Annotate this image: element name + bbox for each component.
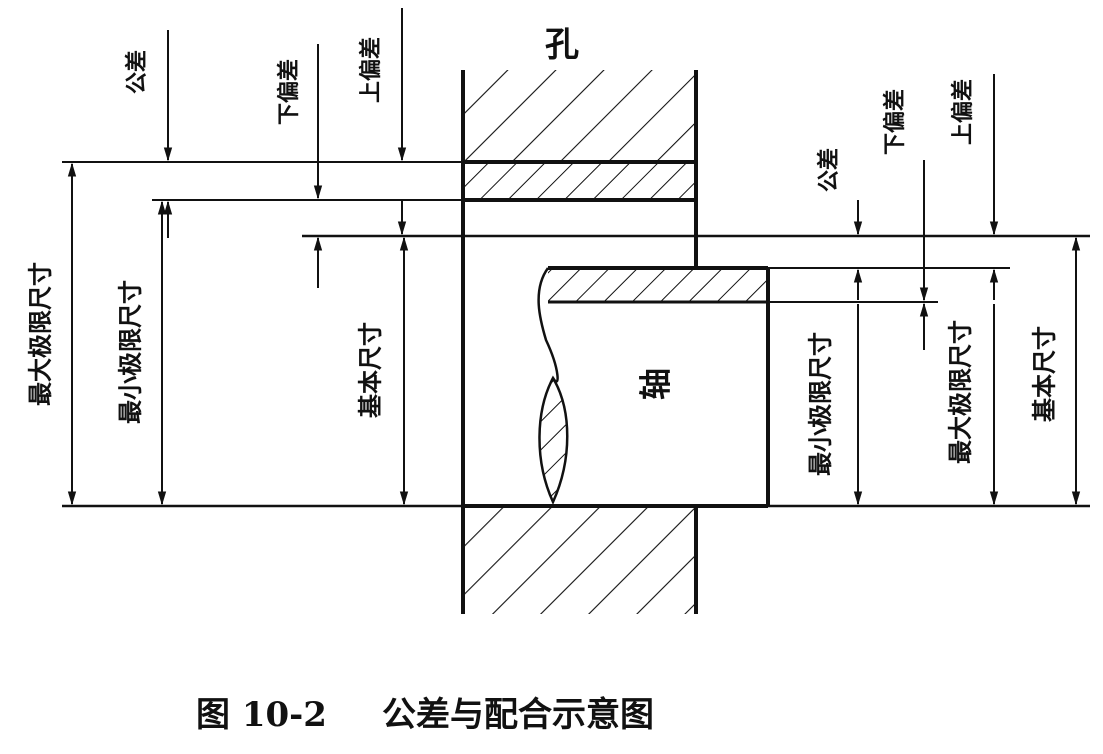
hole-wall-lower-hatch (463, 506, 696, 614)
shaft-tolerance-zone (548, 268, 768, 302)
shaft-break-line (537, 267, 559, 383)
hole-tolerance-zone (463, 162, 696, 200)
label-hole: 孔 (545, 25, 579, 65)
label-left-upper-deviation: 上偏差 (358, 37, 384, 103)
caption-number: 图 10-2 (196, 695, 327, 735)
label-right-tolerance: 公差 (816, 148, 842, 192)
figure-caption: 图 10-2 公差与配合示意图 (196, 695, 654, 735)
label-left-max-limit: 最大极限尺寸 (26, 262, 55, 406)
label-left-lower-deviation: 下偏差 (276, 59, 302, 125)
label-right-max-limit: 最大极限尺寸 (946, 320, 975, 464)
reference-lines (62, 161, 1090, 508)
hole-wall-upper-hatch (463, 70, 696, 162)
label-right-min-limit: 最小极限尺寸 (806, 332, 835, 476)
caption-title: 公差与配合示意图 (382, 695, 654, 735)
label-left-tolerance: 公差 (124, 50, 150, 94)
label-left-min-limit: 最小极限尺寸 (116, 280, 145, 424)
shaft (537, 266, 770, 506)
label-right-upper-deviation: 上偏差 (950, 79, 976, 145)
hole-wall (461, 70, 698, 614)
right-dimensions (853, 74, 1081, 506)
left-dimensions (67, 8, 409, 506)
label-right-lower-deviation: 下偏差 (882, 89, 908, 155)
shaft-break-section (538, 375, 569, 506)
label-left-basic-size: 基本尺寸 (356, 322, 385, 418)
label-right-basic-size: 基本尺寸 (1030, 326, 1059, 422)
labels: 孔 轴 公差 下偏差 上偏差 最大极限尺寸 最小极限尺寸 基本尺寸 公差 下偏差… (26, 25, 1059, 476)
label-shaft: 轴 (637, 368, 675, 400)
